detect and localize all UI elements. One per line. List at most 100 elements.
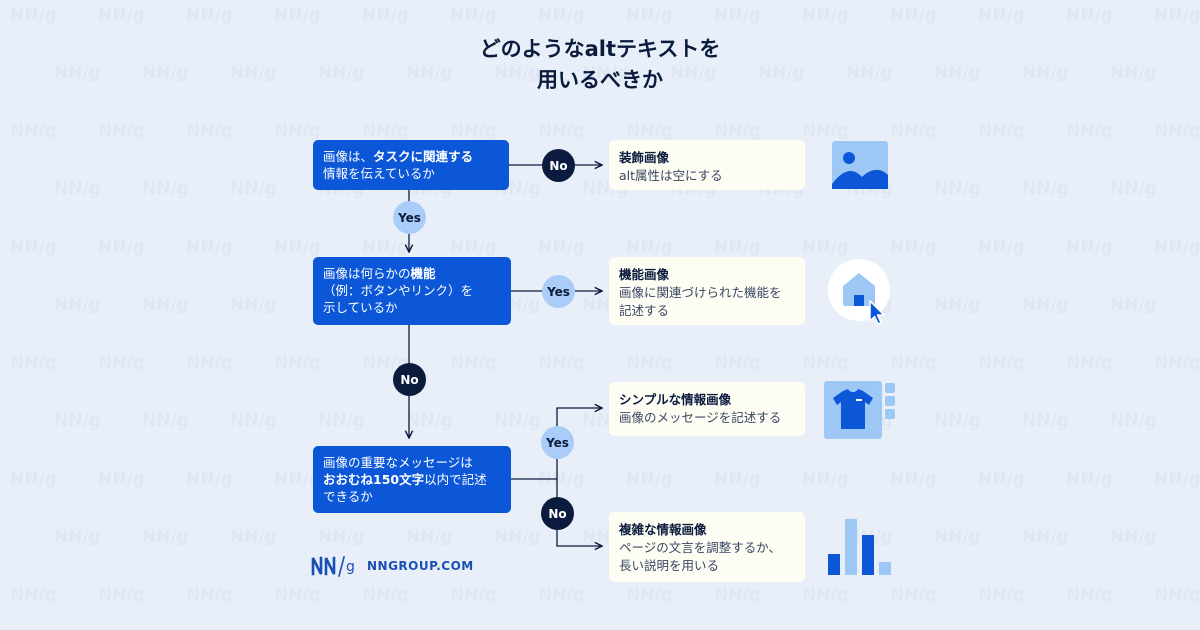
watermark-mark: NN/g <box>934 63 981 83</box>
watermark-mark: NN/g <box>10 121 57 141</box>
watermark-mark: NN/g <box>406 527 453 547</box>
watermark-mark: NN/g <box>450 5 497 25</box>
watermark-mark: NN/g <box>626 237 673 257</box>
svg-text:g: g <box>346 559 355 575</box>
watermark-mark: NN/g <box>362 121 409 141</box>
result-functional-image: 機能画像 画像に関連づけられた機能を 記述する <box>609 257 805 325</box>
watermark-mark: NN/g <box>538 469 585 489</box>
watermark-mark: NN/g <box>626 121 673 141</box>
question-text: 画像は何らかの <box>323 266 411 281</box>
watermark-mark: NN/g <box>1110 527 1157 547</box>
watermark-mark: NN/g <box>10 237 57 257</box>
watermark-mark: NN/g <box>1154 353 1200 373</box>
watermark-mark: NN/g <box>626 469 673 489</box>
watermark-mark: NN/g <box>142 63 189 83</box>
result-description: ページの文言を調整するか、 長い説明を用いる <box>619 540 782 573</box>
watermark-mark: NN/g <box>230 179 277 199</box>
watermark-mark: NN/g <box>1066 121 1113 141</box>
watermark-mark: NN/g <box>54 295 101 315</box>
watermark-mark: NN/g <box>230 63 277 83</box>
watermark-mark: NN/g <box>714 353 761 373</box>
watermark-mark: NN/g <box>890 585 937 605</box>
watermark-mark: NN/g <box>98 237 145 257</box>
watermark-mark: NN/g <box>186 237 233 257</box>
landscape-image-icon <box>832 141 888 189</box>
watermark-mark: NN/g <box>494 527 541 547</box>
question-text: 情報を伝えているか <box>323 166 435 181</box>
watermark-mark: NN/g <box>142 179 189 199</box>
result-decorative-image: 装飾画像 alt属性は空にする <box>609 140 805 190</box>
watermark-mark: NN/g <box>54 179 101 199</box>
bar-chart-icon <box>828 519 891 575</box>
watermark-mark: NN/g <box>362 585 409 605</box>
watermark-mark: NN/g <box>274 353 321 373</box>
question-emphasis: おおむね150文字 <box>323 472 425 487</box>
watermark-mark: NN/g <box>450 353 497 373</box>
watermark-mark: NN/g <box>1066 353 1113 373</box>
watermark-mark: NN/g <box>714 237 761 257</box>
watermark-mark: NN/g <box>714 469 761 489</box>
watermark-mark: NN/g <box>802 469 849 489</box>
watermark-mark: NN/g <box>714 585 761 605</box>
watermark-mark: NN/g <box>318 411 365 431</box>
question-task-relevance: 画像は、タスクに関連する情報を伝えているか <box>313 140 509 190</box>
watermark-mark: NN/g <box>802 121 849 141</box>
watermark-mark: NN/g <box>1066 5 1113 25</box>
watermark-mark: NN/g <box>186 121 233 141</box>
watermark-mark: NN/g <box>978 121 1025 141</box>
question-message-length: 画像の重要なメッセージはおおむね150文字以内で記述できるか <box>313 446 511 513</box>
watermark-mark: NN/g <box>1066 237 1113 257</box>
watermark-mark: NN/g <box>186 469 233 489</box>
watermark-mark: NN/g <box>714 5 761 25</box>
watermark-mark: NN/g <box>978 585 1025 605</box>
watermark-mark: NN/g <box>1154 469 1200 489</box>
logo-text: NNGROUP.COM <box>367 559 474 573</box>
nng-logo-mark: g <box>311 556 355 577</box>
watermark-mark: NN/g <box>10 5 57 25</box>
watermark-mark: NN/g <box>802 353 849 373</box>
badge-q2-yes: Yes <box>542 275 575 308</box>
watermark-mark: NN/g <box>934 411 981 431</box>
badge-q3-yes: Yes <box>541 426 574 459</box>
watermark-mark: NN/g <box>494 411 541 431</box>
question-emphasis: タスクに関連する <box>373 149 474 164</box>
result-title: 装飾画像 <box>619 150 670 165</box>
watermark-mark: NN/g <box>538 585 585 605</box>
watermark-mark: NN/g <box>890 469 937 489</box>
badge-q2-no: No <box>393 363 426 396</box>
watermark-mark: NN/g <box>1154 5 1200 25</box>
watermark-mark: NN/g <box>274 237 321 257</box>
watermark-mark: NN/g <box>1022 295 1069 315</box>
result-title: シンプルな情報画像 <box>619 392 732 407</box>
question-function: 画像は何らかの機能（例：ボタンやリンク）を示しているか <box>313 257 511 325</box>
watermark-mark: NN/g <box>802 5 849 25</box>
watermark-mark: NN/g <box>934 179 981 199</box>
watermark-mark: NN/g <box>230 295 277 315</box>
watermark-mark: NN/g <box>1110 295 1157 315</box>
watermark-mark: NN/g <box>1022 411 1069 431</box>
watermark-mark: NN/g <box>1066 469 1113 489</box>
watermark-mark: NN/g <box>186 585 233 605</box>
badge-q3-no: No <box>541 497 574 530</box>
watermark-mark: NN/g <box>10 585 57 605</box>
question-text: 画像の重要なメッセージは <box>323 455 473 470</box>
watermark-mark: NN/g <box>54 63 101 83</box>
watermark-mark: NN/g <box>274 5 321 25</box>
watermark-mark: NN/g <box>978 237 1025 257</box>
result-complex-informative-image: 複雑な情報画像 ページの文言を調整するか、 長い説明を用いる <box>609 512 805 582</box>
watermark-mark: NN/g <box>1154 237 1200 257</box>
watermark-mark: NN/g <box>890 353 937 373</box>
watermark-mark: NN/g <box>1110 411 1157 431</box>
watermark-mark: NN/g <box>186 5 233 25</box>
watermark-mark: NN/g <box>934 295 981 315</box>
watermark-mark: NN/g <box>978 469 1025 489</box>
watermark-mark: NN/g <box>406 411 453 431</box>
watermark-mark: NN/g <box>1022 63 1069 83</box>
watermark-mark: NN/g <box>318 527 365 547</box>
watermark-mark: NN/g <box>450 237 497 257</box>
watermark-mark: NN/g <box>538 121 585 141</box>
question-text: できるか <box>323 489 373 504</box>
watermark-mark: NN/g <box>10 469 57 489</box>
watermark-mark: NN/g <box>626 353 673 373</box>
watermark-mark: NN/g <box>626 5 673 25</box>
